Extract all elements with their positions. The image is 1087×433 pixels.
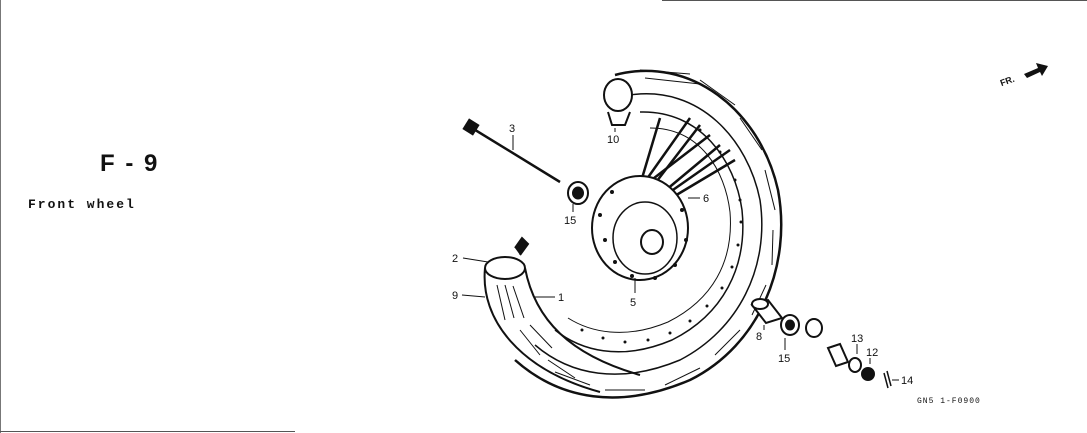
tire-tread bbox=[554, 69, 776, 391]
diagram-code: GN5 1-F0900 bbox=[917, 397, 981, 406]
tire-outer bbox=[514, 69, 783, 399]
callout-8: 8 bbox=[756, 331, 762, 343]
front-direction-arrow-icon bbox=[1024, 63, 1048, 78]
section-code: F - 9 bbox=[100, 150, 160, 177]
tube-end bbox=[484, 256, 526, 280]
wheel-hub bbox=[591, 175, 689, 281]
axle-washer bbox=[848, 357, 862, 373]
callout-14: 14 bbox=[901, 375, 913, 387]
front-axle bbox=[462, 118, 561, 184]
hub-holes bbox=[598, 190, 688, 280]
callout-12: 12 bbox=[866, 347, 878, 359]
tube-valve-tab bbox=[514, 236, 530, 256]
tire-valve-cap bbox=[603, 78, 633, 126]
tire-cutaway bbox=[483, 236, 641, 393]
callout-13: 13 bbox=[851, 333, 863, 345]
callout-labels: 3 10 15 6 2 9 1 5 8 15 13 12 14 bbox=[452, 123, 913, 387]
callout-10: 10 bbox=[607, 134, 619, 146]
callout-6: 6 bbox=[703, 193, 709, 205]
frame-bottom-edge bbox=[0, 431, 295, 432]
frame-left-edge bbox=[0, 0, 1, 433]
callout-3: 3 bbox=[509, 123, 515, 135]
frame-top-edge bbox=[662, 0, 1087, 1]
section-title: Front wheel bbox=[28, 197, 136, 212]
leader-lines bbox=[461, 128, 899, 381]
distance-collar bbox=[826, 342, 850, 368]
wheel-bearing-upper bbox=[567, 181, 589, 205]
rim-inner bbox=[567, 127, 731, 333]
cotter-pin bbox=[883, 370, 892, 389]
tire-inner bbox=[534, 93, 763, 375]
callout-2: 2 bbox=[452, 253, 458, 265]
tire-cutaway-tread bbox=[496, 284, 576, 379]
wheel-bearing-lower bbox=[780, 314, 800, 336]
callout-5: 5 bbox=[630, 297, 636, 309]
callout-1: 1 bbox=[558, 292, 564, 304]
hub-axle-boss bbox=[640, 229, 664, 255]
callout-15-lower: 15 bbox=[778, 353, 790, 365]
axle-nut bbox=[861, 367, 875, 381]
callout-15-upper: 15 bbox=[564, 215, 576, 227]
callout-9: 9 bbox=[452, 290, 458, 302]
dust-seal bbox=[805, 318, 823, 338]
wheel-assembly bbox=[514, 69, 783, 399]
rim-holes bbox=[580, 128, 743, 344]
axle-spacer-collar bbox=[750, 298, 784, 325]
